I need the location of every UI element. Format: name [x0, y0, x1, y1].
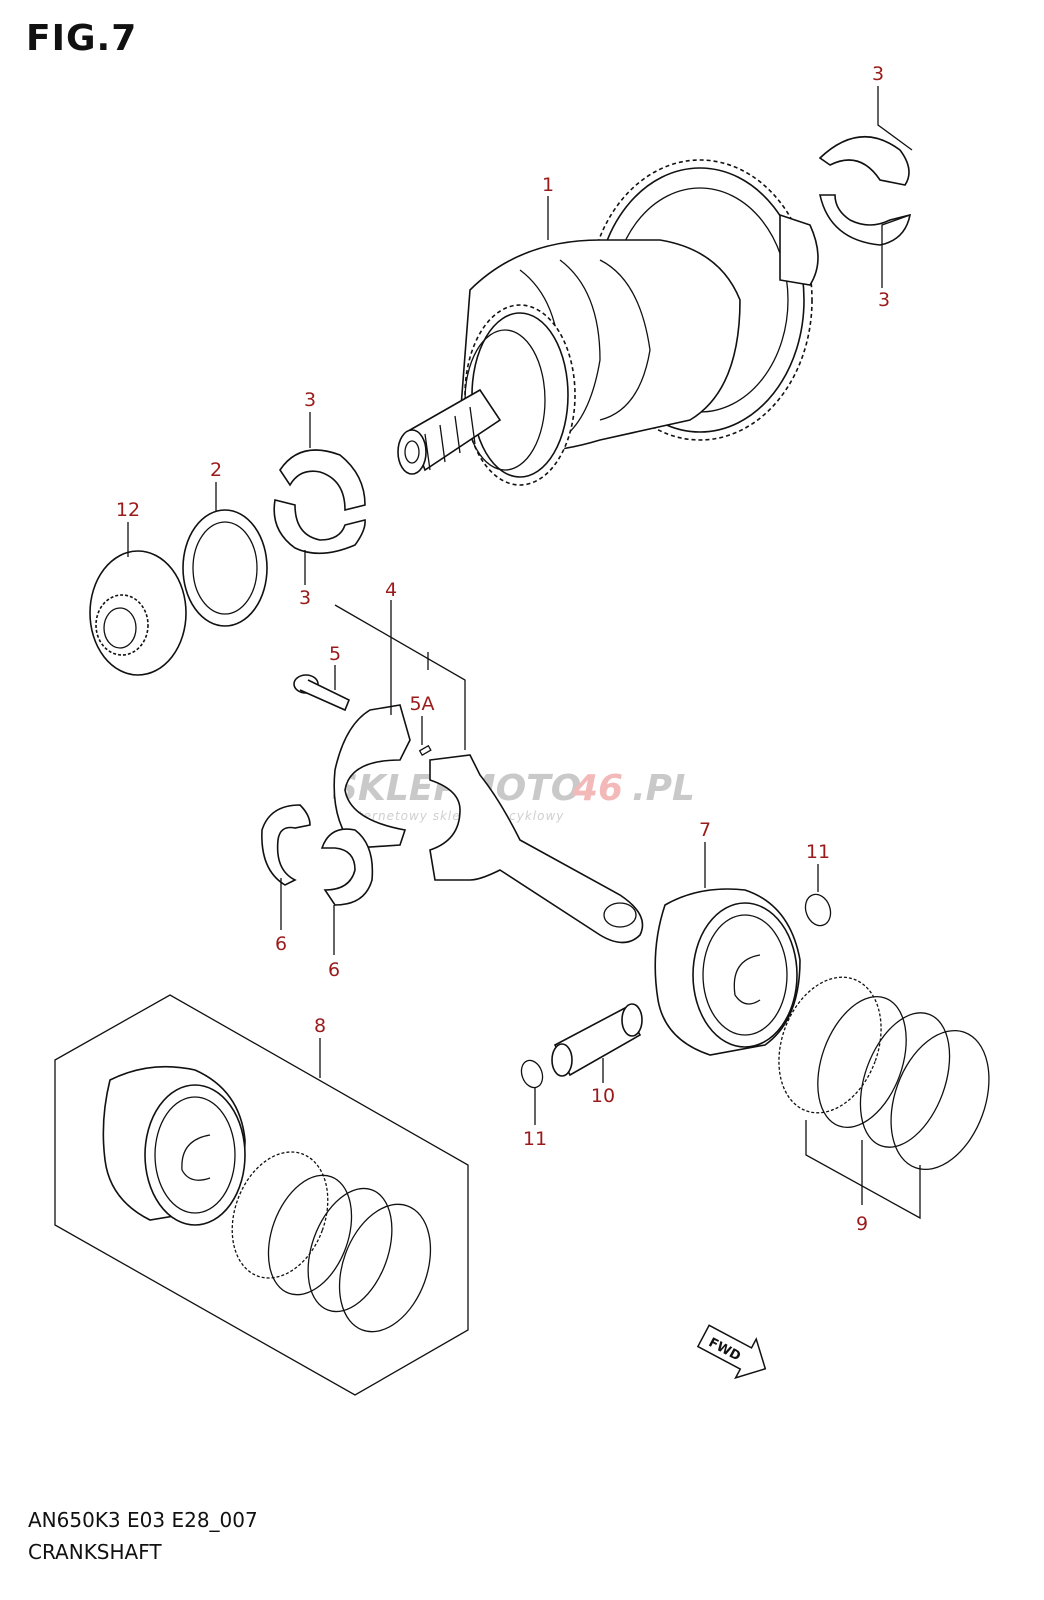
thrust-washer-part: [182, 509, 268, 627]
watermark-subtitle: internetowy sklep motocyklowy: [345, 809, 564, 823]
callout-5: 5: [329, 643, 341, 665]
piston-pin-part: [551, 1003, 643, 1077]
leader-lines: [127, 86, 921, 1220]
connecting-rod-part: [333, 704, 644, 944]
watermark: SKLEPMOTO 46 .PL internetowy sklep motoc…: [332, 768, 695, 823]
circlip-part: [520, 893, 832, 1089]
diagram-code: AN650K3 E03 E28_007: [28, 1508, 258, 1532]
primary-gear-part: [89, 550, 187, 676]
callout-3-left-top: 3: [304, 389, 316, 411]
callout-2: 2: [210, 459, 222, 481]
fwd-arrow-icon: FWD: [696, 1324, 767, 1380]
watermark-tld: .PL: [632, 768, 695, 809]
conrod-bolt-part: [293, 674, 351, 712]
callout-9: 9: [856, 1213, 868, 1235]
crankshaft-part: [397, 159, 819, 486]
figure-title: FIG.7: [26, 18, 138, 59]
callout-11-left: 11: [523, 1128, 547, 1150]
callout-labels: 1 3 3 3 3 2 12 4 5 5A 6 6 7 11 11 10 8 9: [116, 63, 890, 1235]
callout-3-top: 3: [872, 63, 884, 85]
rod-bearing-part: [261, 804, 374, 906]
callout-7: 7: [699, 819, 711, 841]
callout-12: 12: [116, 499, 140, 521]
crank-bearing-upper: [818, 136, 912, 246]
callout-3-right: 3: [878, 289, 890, 311]
crank-bearing-lower: [273, 449, 366, 555]
callout-1: 1: [542, 174, 554, 196]
piston-rings-part: [778, 976, 990, 1171]
callout-11-right: 11: [806, 841, 830, 863]
callout-10: 10: [591, 1085, 615, 1107]
watermark-accent: 46: [572, 768, 623, 809]
piston-part: [654, 888, 801, 1056]
callout-8: 8: [314, 1015, 326, 1037]
piston-set-box: [54, 994, 469, 1396]
callout-6-left: 6: [275, 933, 287, 955]
callout-5a: 5A: [409, 693, 434, 715]
callout-4: 4: [385, 579, 397, 601]
callout-3-left-bottom: 3: [299, 587, 311, 609]
callout-6-right: 6: [328, 959, 340, 981]
diagram-name: CRANKSHAFT: [28, 1540, 162, 1564]
